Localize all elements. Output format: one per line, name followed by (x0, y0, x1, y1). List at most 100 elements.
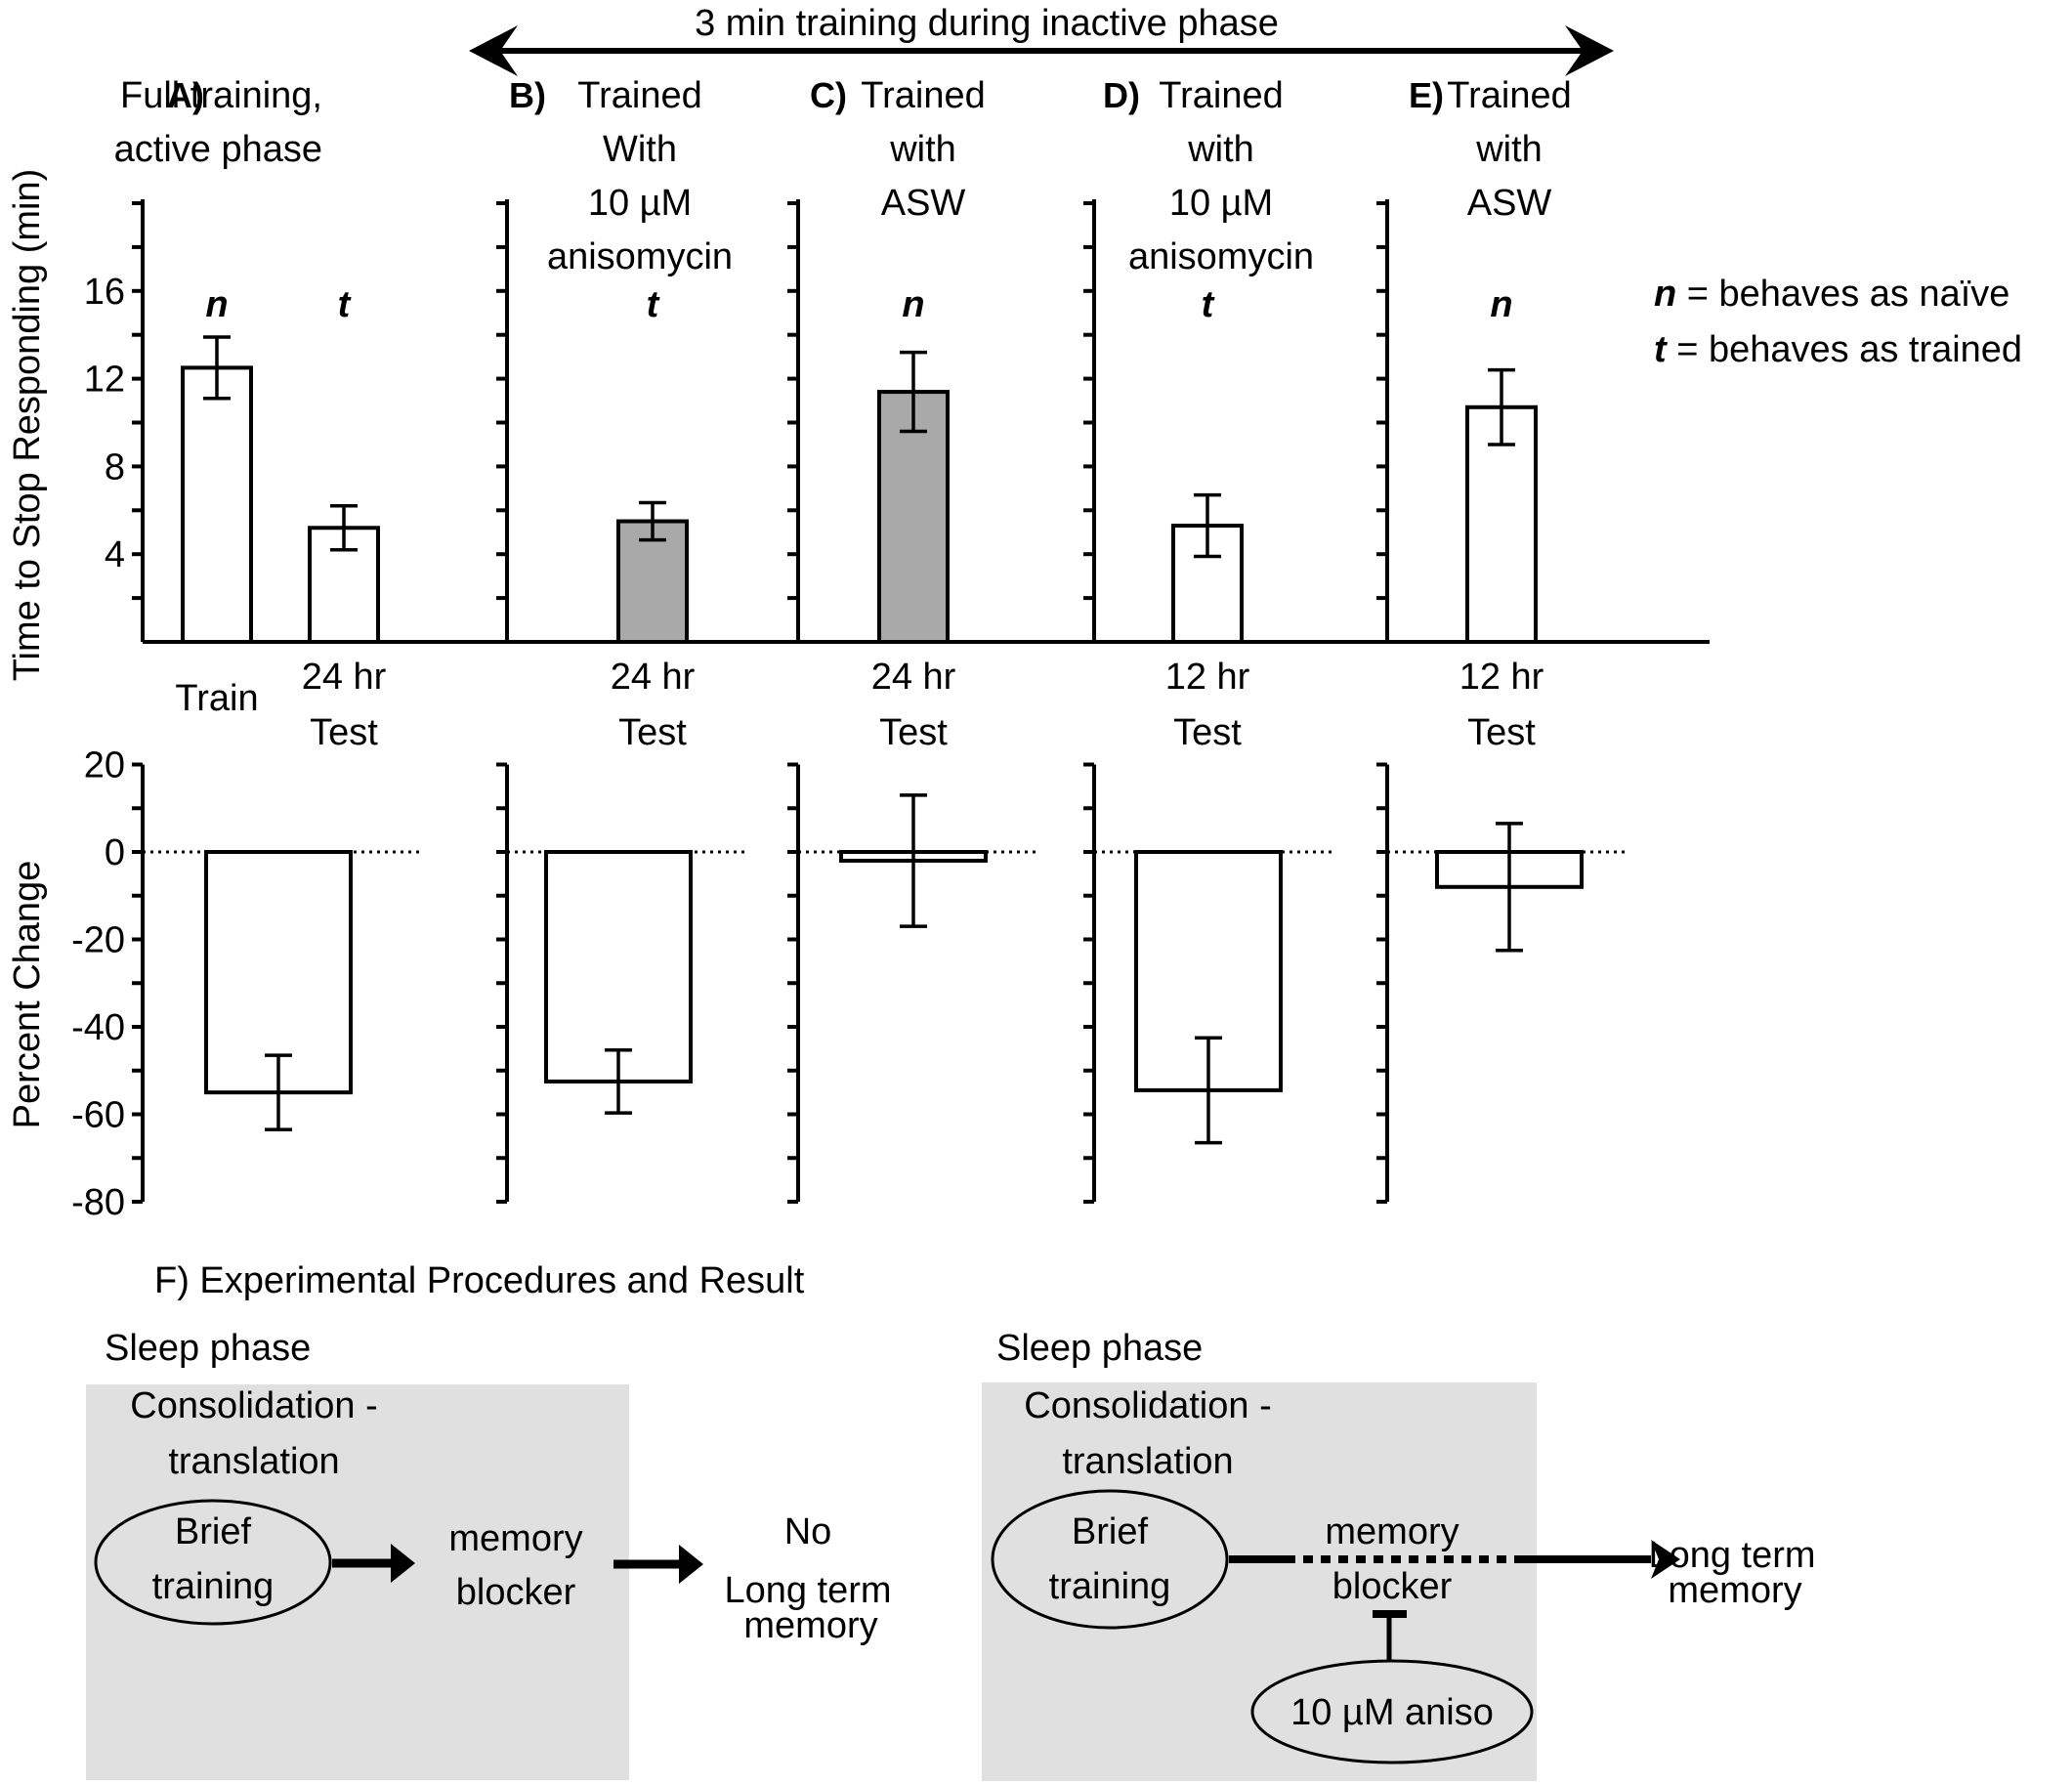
category-label: Test (879, 712, 948, 753)
category-label: Train (175, 678, 258, 719)
bottom-tick-label: -40 (71, 1007, 125, 1048)
panel-E-title-line: with (1475, 129, 1543, 170)
category-label: 24 hr (611, 657, 696, 698)
category-label: 24 hr (302, 657, 387, 698)
top-tick-label: 8 (105, 446, 125, 488)
legend-t-symbol: t (1654, 329, 1668, 370)
training-span-arrow: 3 min training during inactive phase (469, 3, 1614, 76)
diagram-title: F) Experimental Procedures and Result (154, 1260, 805, 1301)
behavior-mark-B: t (647, 284, 660, 325)
diagram-f: F) Experimental Procedures and Result Sl… (86, 1260, 1816, 1781)
category-label: Test (1173, 712, 1242, 753)
legend-item-naive: n = behaves as naïve (1654, 274, 2009, 315)
panel-A-title-line: Full training, (120, 75, 322, 116)
behavior-mark-A: n (205, 284, 228, 325)
right-brief-training-node (991, 1489, 1229, 1630)
bottom-tick-label: -60 (71, 1095, 125, 1136)
category-label: Test (1467, 712, 1536, 753)
left-result-line-2: Long term (724, 1570, 891, 1611)
right-consolidation-box (982, 1382, 1537, 1781)
category-label: Test (310, 712, 378, 753)
legend-n-text: = behaves as naïve (1676, 274, 2009, 315)
panel-C-title-line: ASW (881, 183, 966, 224)
bar-C-0 (877, 390, 950, 644)
panel-D-title-line: 10 µM (1169, 183, 1273, 224)
panel-D-title-line: Trained (1159, 75, 1283, 116)
panel-E-title-line: ASW (1467, 183, 1552, 224)
panel-E-letter: E) (1409, 75, 1444, 115)
left-consolidation-box (86, 1384, 629, 1780)
bottom-y-axis-label: Percent Change (7, 861, 48, 1129)
bar-A-0 (181, 365, 253, 644)
category-label: Test (618, 712, 687, 753)
panel-D-title-line: with (1187, 129, 1254, 170)
category-label: 12 hr (1165, 657, 1250, 698)
top-tick-label: 12 (84, 360, 125, 401)
aniso-node (1250, 1659, 1534, 1764)
panel-A-letter: A) (167, 75, 204, 115)
right-arrow-head (1651, 1540, 1680, 1579)
diagram-left: Sleep phase Consolidation - translation … (86, 1328, 892, 1780)
panel-D-title-line: anisomycin (1128, 236, 1314, 277)
behavior-mark-A: t (338, 284, 352, 325)
left-arrow-2-head (679, 1545, 703, 1584)
left-brief-training-node (94, 1499, 332, 1626)
top-tick-label: 4 (105, 534, 125, 575)
category-label: 12 hr (1459, 657, 1544, 698)
left-phase-label: Sleep phase (105, 1328, 311, 1369)
left-node2-line-2: blocker (456, 1572, 576, 1613)
bottom-tick-label: -80 (71, 1182, 125, 1223)
arrow-right-head (1565, 25, 1614, 76)
top-y-axis-label: Time to Stop Responding (min) (7, 169, 48, 682)
top-tick-label: 16 (84, 272, 125, 313)
panel-D-letter: D) (1103, 75, 1140, 115)
legend-t-text: = behaves as trained (1667, 329, 2022, 370)
panel-B-letter: B) (509, 75, 546, 115)
bar-E-0 (1465, 404, 1538, 644)
right-box-line-2: translation (1062, 1441, 1233, 1482)
behavior-mark-C: n (902, 284, 924, 325)
panel-B-title-line: 10 µM (588, 183, 692, 224)
left-box-line-2: translation (168, 1441, 339, 1482)
left-arrow-1-head (391, 1544, 415, 1583)
category-label: 24 hr (871, 657, 956, 698)
left-node1-line-2: training (152, 1566, 275, 1607)
right-phase-label: Sleep phase (996, 1328, 1203, 1369)
panel-B-title-line: With (603, 129, 677, 170)
behavior-mark-E: n (1490, 284, 1512, 325)
panel-C-letter: C) (810, 75, 847, 115)
left-box-line-1: Consolidation - (130, 1385, 377, 1426)
panel-C-title-line: Trained (861, 75, 985, 116)
diagram-right: Sleep phase Consolidation - translation … (982, 1328, 1816, 1781)
bottom-tick-label: -20 (71, 920, 125, 961)
legend-item-trained: t = behaves as trained (1654, 329, 2022, 370)
arrow-label: 3 min training during inactive phase (695, 3, 1279, 44)
panel-A-title-line: active phase (114, 129, 322, 170)
right-box-line-1: Consolidation - (1024, 1385, 1271, 1426)
change-bar-B (544, 850, 693, 1084)
left-result-line-1: No (784, 1511, 832, 1552)
legend-n-symbol: n (1654, 274, 1676, 315)
left-node1-line-1: Brief (175, 1511, 252, 1552)
behavior-mark-D: t (1202, 284, 1215, 325)
right-result-line-1: Long term (1648, 1535, 1815, 1576)
panel-B-title-line: Trained (577, 75, 701, 116)
right-result-line-2: memory (1668, 1570, 1801, 1611)
right-node1-line-2: training (1049, 1566, 1171, 1607)
arrow-left-head (469, 25, 518, 76)
right-node2-line-1: memory (1325, 1511, 1459, 1552)
panel-E-title-line: Trained (1447, 75, 1571, 116)
change-bar-A (204, 850, 353, 1095)
left-node2-line-1: memory (448, 1518, 582, 1559)
left-result-line-3: memory (743, 1605, 877, 1646)
bottom-tick-label: 0 (105, 832, 125, 873)
aniso-label: 10 µM aniso (1290, 1692, 1494, 1733)
panel-C-title-line: with (889, 129, 956, 170)
panel-B-title-line: anisomycin (547, 236, 733, 277)
right-node2-line-2: blocker (1332, 1566, 1453, 1607)
right-node1-line-1: Brief (1072, 1511, 1149, 1552)
bottom-tick-label: 20 (84, 745, 125, 786)
legend: n = behaves as naïve t = behaves as trai… (1654, 274, 2022, 370)
